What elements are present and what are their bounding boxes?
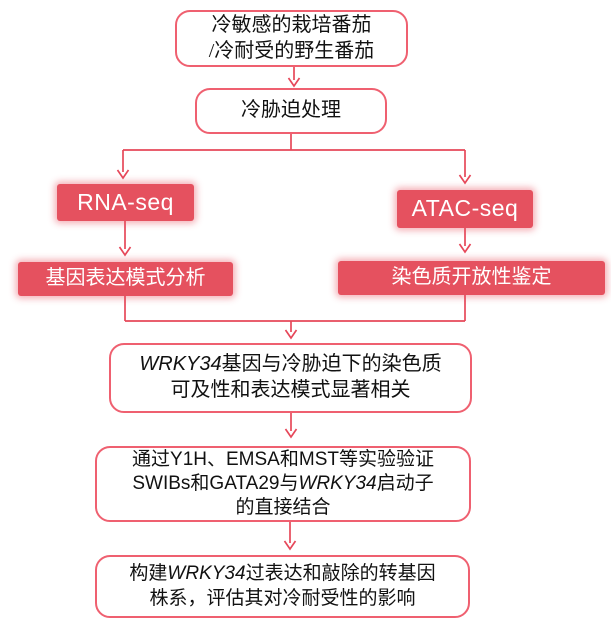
node-wrky34-correlation: WRKY34基因与冷胁迫下的染色质可及性和表达模式显著相关 (109, 343, 472, 413)
arrowhead (116, 169, 130, 180)
node-gene-expression-analysis: 基因表达模式分析 (18, 262, 233, 296)
arrowhead (458, 243, 472, 254)
arrowhead (458, 174, 472, 185)
node-rna-seq: RNA-seq (57, 184, 194, 221)
node-source-material: 冷敏感的栽培番茄/冷耐受的野生番茄 (175, 10, 408, 67)
node-atac-seq: ATAC-seq (397, 190, 533, 228)
arrowhead (287, 77, 301, 88)
node-cold-stress-treatment: 冷胁迫处理 (195, 88, 387, 134)
arrowhead (118, 246, 132, 257)
arrowhead (283, 540, 297, 551)
arrowhead (284, 329, 298, 340)
node-transgenic-lines: 构建WRKY34过表达和敲除的转基因株系，评估其对冷耐受性的影响 (95, 555, 470, 618)
arrowhead (284, 428, 298, 439)
node-chromatin-accessibility: 染色质开放性鉴定 (338, 261, 605, 295)
